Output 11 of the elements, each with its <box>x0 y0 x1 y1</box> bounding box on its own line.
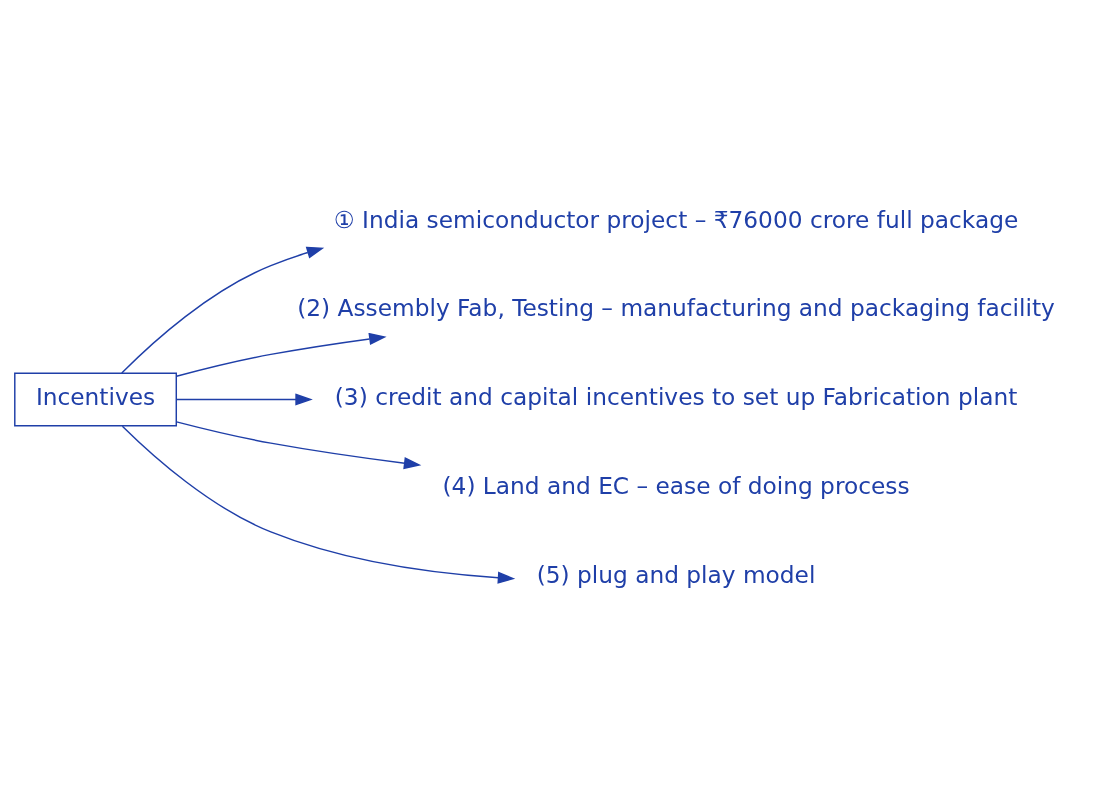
arrow <box>175 332 387 377</box>
arrow <box>175 420 422 469</box>
arrow <box>121 246 325 374</box>
node-text: (5) plug and play model <box>536 560 816 588</box>
node-text: (4) Land and EC – ease of doing process <box>442 471 910 499</box>
node-text: (2) Assembly Fab, Testing – manufacturing and packaging facility <box>297 293 1055 321</box>
node-box: Incentives <box>14 372 177 426</box>
arrow <box>175 392 313 406</box>
node-text: ① India semiconductor project – ₹76000 crore full package <box>333 205 1019 233</box>
node-text: (3) credit and capital incentives to set up Fabrication plant <box>334 382 1018 410</box>
arrow <box>121 424 516 584</box>
